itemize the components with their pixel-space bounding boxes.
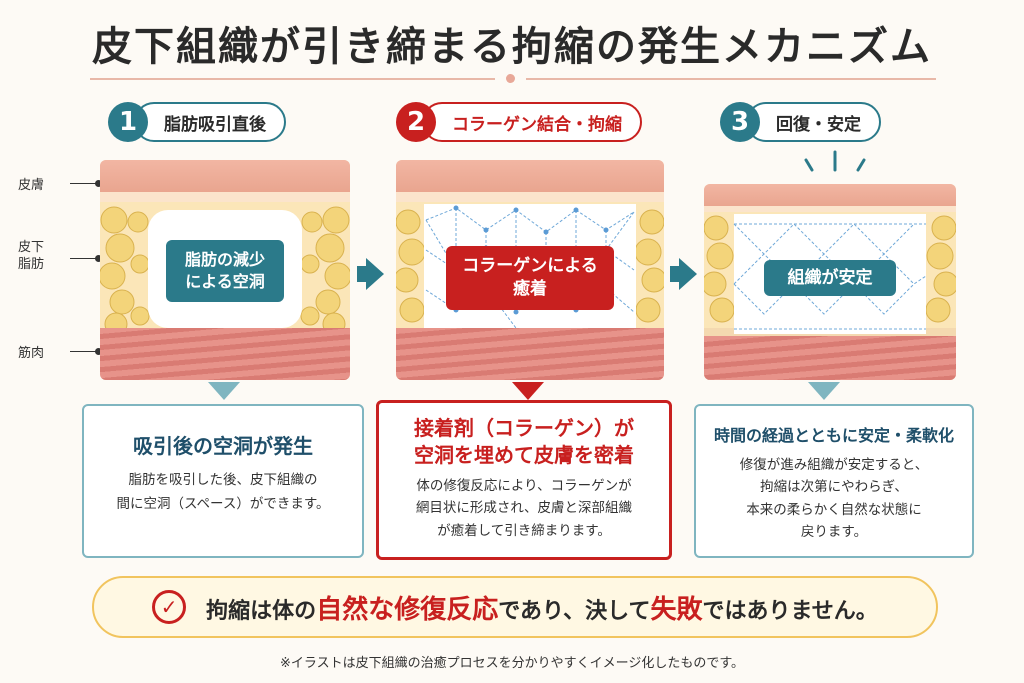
muscle-layer	[704, 336, 956, 380]
flow-arrow-1-stem	[357, 266, 367, 282]
card-2-body: 体の修復反応により、コラーゲンが 網目状に形成され、皮膚と深部組織 が癒着して引…	[415, 478, 633, 539]
page-title: 皮下組織が引き締まる拘縮の発生メカニズム	[92, 24, 932, 70]
key-message-banner: ✓ 拘縮は体の自然な修復反応であり、決して失敗ではありません。	[92, 576, 938, 638]
down-arrow-2	[512, 382, 544, 400]
down-arrow-1	[208, 382, 240, 400]
muscle-pointer	[70, 348, 102, 355]
panel-step-3: 組織が安定	[704, 184, 956, 380]
skin-layer	[100, 160, 350, 192]
card-1-body: 脂肪を吸引した後、皮下組織の 間に空洞（スペース）ができます。	[116, 472, 330, 512]
title-divider-dot	[506, 74, 515, 83]
skin-pointer	[70, 180, 102, 187]
side-label-subcutaneous: 皮下 脂肪	[18, 240, 45, 272]
card-1-title: 吸引後の空洞が発生	[133, 434, 313, 458]
step-3-number: 3	[720, 102, 760, 142]
explanation-card-3: 時間の経過とともに安定・柔軟化 修復が進み組織が安定すると、 拘縮は次第にやわら…	[694, 404, 974, 558]
down-arrow-3	[808, 382, 840, 400]
step-2-number: 2	[396, 102, 436, 142]
step-1-label: 脂肪吸引直後	[134, 102, 286, 142]
skin-layer	[396, 160, 664, 192]
flow-arrow-2-stem	[670, 266, 680, 282]
banner-text: 拘縮は体の自然な修復反応であり、決して失敗ではありません。	[206, 589, 878, 626]
panel-1-label: 脂肪の減少 による空洞	[166, 240, 284, 302]
card-3-title: 時間の経過とともに安定・柔軟化	[713, 426, 954, 445]
step-2-header: 2 コラーゲン結合・拘縮	[396, 100, 642, 144]
stability-sparkle-icon	[804, 150, 866, 172]
panel-step-1: 脂肪の減少 による空洞	[100, 160, 350, 380]
check-icon: ✓	[152, 590, 187, 624]
card-2-title: 接着剤（コラーゲン）が 空洞を埋めて皮膚を密着	[414, 416, 634, 467]
banner-part-1: 拘縮は体の	[206, 598, 317, 624]
banner-part-3: ではありません。	[702, 598, 878, 624]
explanation-card-2: 接着剤（コラーゲン）が 空洞を埋めて皮膚を密着 体の修復反応により、コラーゲンが…	[376, 400, 672, 560]
title-divider-right	[526, 78, 936, 80]
explanation-card-1: 吸引後の空洞が発生 脂肪を吸引した後、皮下組織の 間に空洞（スペース）ができます…	[82, 404, 364, 558]
step-1-header: 1 脂肪吸引直後	[108, 100, 286, 144]
step-3-header: 3 回復・安定	[720, 100, 881, 144]
muscle-layer	[396, 328, 664, 380]
banner-part-2: であり、決して	[498, 598, 651, 624]
skin-layer	[704, 184, 956, 206]
muscle-layer	[100, 328, 350, 380]
banner-highlight-natural-repair: 自然な修復反応	[316, 594, 499, 625]
panel-3-label: 組織が安定	[764, 260, 896, 296]
title-divider-left	[90, 78, 495, 80]
step-3-label: 回復・安定	[746, 102, 881, 142]
banner-highlight-failure: 失敗	[650, 594, 703, 625]
subcutaneous-pointer	[70, 255, 102, 262]
panel-2-label: コラーゲンによる 癒着	[446, 246, 614, 310]
panel-step-2: コラーゲンによる 癒着	[396, 160, 664, 380]
step-2-label: コラーゲン結合・拘縮	[422, 102, 642, 142]
side-label-skin: 皮膚	[18, 178, 45, 193]
footnote: ※イラストは皮下組織の治癒プロセスを分かりやすくイメージ化したものです。	[279, 656, 745, 671]
flow-arrow-2	[679, 258, 697, 290]
card-3-body: 修復が進み組織が安定すると、 拘縮は次第にやわらぎ、 本来の柔らかく自然な状態に…	[739, 457, 929, 540]
flow-arrow-1	[366, 258, 384, 290]
side-label-muscle: 筋肉	[18, 346, 45, 361]
step-1-number: 1	[108, 102, 148, 142]
